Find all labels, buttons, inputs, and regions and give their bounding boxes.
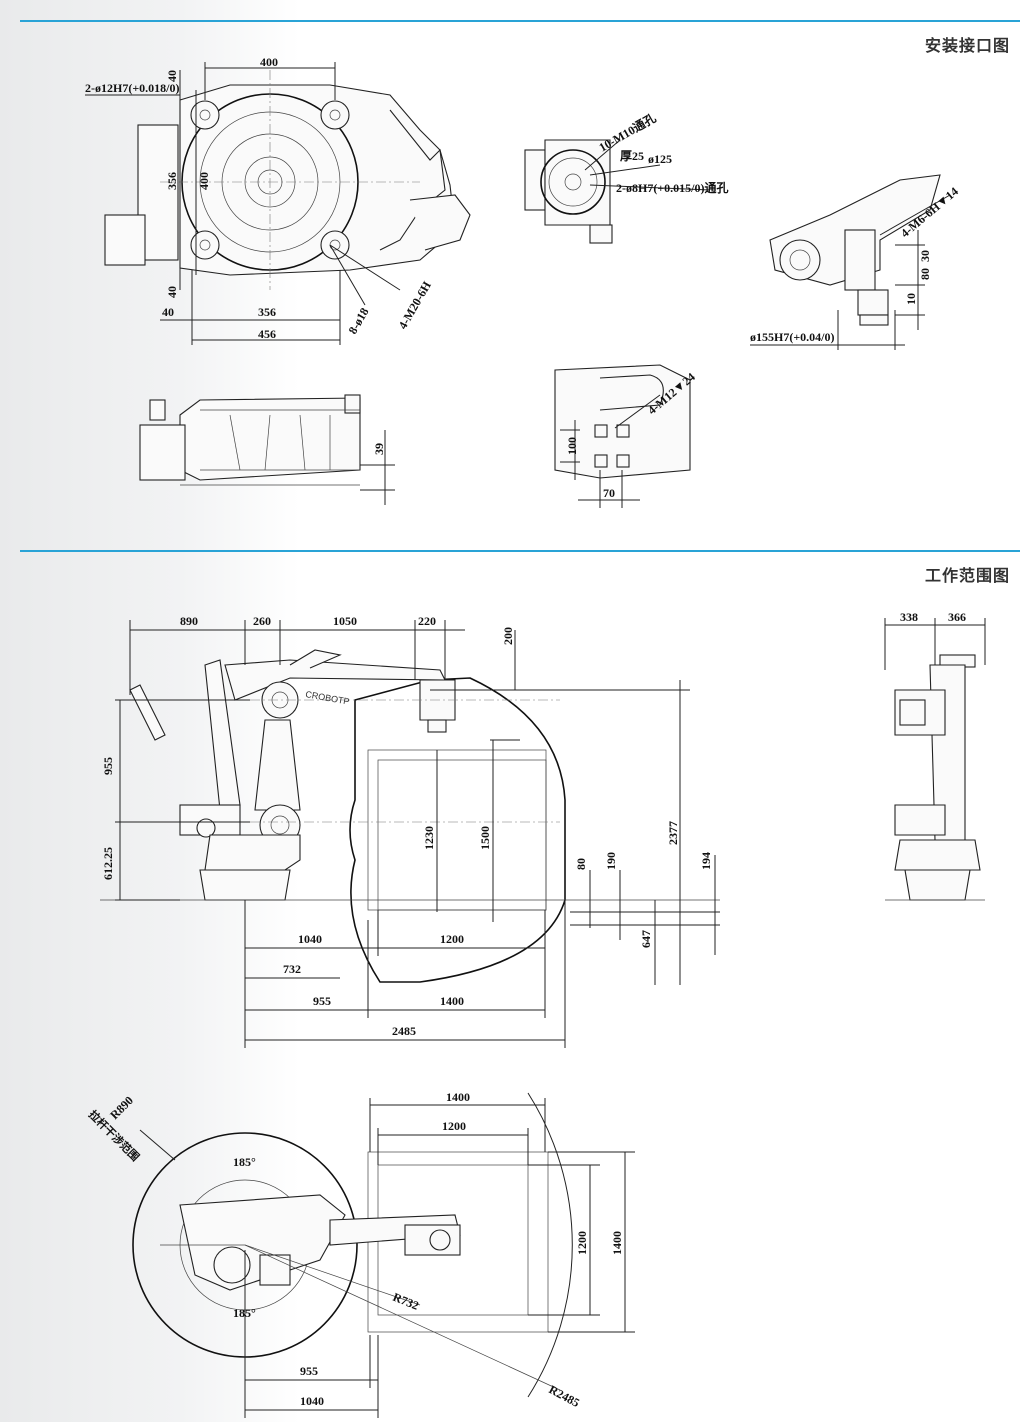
ws-dim-647: 647: [639, 930, 653, 948]
ws-dim-1230: 1230: [422, 826, 436, 850]
ws-dim-1400: 1400: [440, 994, 464, 1008]
wrist-view: [750, 174, 951, 350]
dim-39: 39: [372, 443, 386, 455]
plan-angle-185-top: 185°: [233, 1155, 256, 1169]
plan-dim-1400-vertical: 1400: [610, 1231, 624, 1255]
ws-dim-1040: 1040: [298, 932, 322, 946]
plan-dim-1400-top: 1400: [446, 1090, 470, 1104]
ws-dim-1200: 1200: [440, 932, 464, 946]
dim-8-holes: 8-ø18: [345, 305, 371, 336]
dim-pin-holes: 2-ø12H7(+0.018/0): [85, 81, 180, 95]
front-dim-338: 338: [900, 610, 918, 624]
workspace-side-view: [100, 620, 720, 1048]
base-side-view: [139, 394, 395, 505]
dim-400-vertical: 400: [197, 172, 211, 190]
ws-dim-220: 220: [418, 614, 436, 628]
ws-dim-200: 200: [501, 627, 515, 645]
base-top-view: [85, 62, 471, 345]
ws-dim-955-vertical: 955: [101, 757, 115, 775]
dim-400-top: 400: [260, 55, 278, 69]
wrist-diameter-label: ø155H7(+0.04/0): [750, 330, 835, 344]
plan-angle-185-bottom: 185°: [233, 1306, 256, 1320]
flange-thread-label: 10-M10通孔: [596, 110, 658, 155]
dim-356-vertical: 356: [165, 172, 179, 190]
ws-dim-890: 890: [180, 614, 198, 628]
ws-dim-2377: 2377: [666, 821, 680, 845]
ws-dim-2485: 2485: [392, 1024, 416, 1038]
flange-diameter-label: ø125: [648, 152, 672, 166]
dim-40-upper: 40: [165, 70, 179, 82]
flange-pin-label: 2-ø8H7(+0.015/0)通孔: [616, 180, 729, 195]
ws-dim-194: 194: [699, 852, 713, 870]
ws-dim-612: 612.25: [101, 847, 115, 880]
plan-dim-955: 955: [300, 1364, 318, 1378]
workspace-plan-view: [132, 1092, 635, 1418]
forearm-dim-70: 70: [603, 486, 615, 500]
ws-dim-955-horizontal: 955: [313, 994, 331, 1008]
wrist-dim-10: 10: [904, 293, 918, 305]
section-title-workspace: 工作范围图: [924, 566, 1010, 585]
wrist-dim-80: 80: [918, 268, 932, 280]
ws-dim-80: 80: [574, 858, 588, 870]
ws-dim-260: 260: [253, 614, 271, 628]
flange-thickness-label: 厚25: [620, 149, 644, 163]
wrist-dim-30: 30: [918, 250, 932, 262]
plan-r890: R890: [107, 1093, 136, 1122]
section-title-mounting: 安装接口图: [924, 36, 1010, 55]
dim-40-lower: 40: [165, 286, 179, 298]
forearm-dim-100: 100: [565, 437, 579, 455]
forearm-view: [554, 364, 691, 508]
workspace-front-view: [884, 618, 986, 901]
flange-view: [524, 139, 711, 244]
ws-dim-190: 190: [604, 852, 618, 870]
plan-r2485: R2485: [547, 1382, 582, 1410]
plan-dim-1200-top: 1200: [442, 1119, 466, 1133]
plan-r732: R732: [391, 1290, 421, 1313]
section-rule-mounting: [20, 20, 1020, 22]
dim-456: 456: [258, 327, 276, 341]
dim-thread-holes: 4-M20-6H: [395, 278, 434, 331]
section-rule-workspace: [20, 550, 1020, 552]
front-dim-366: 366: [948, 610, 966, 624]
plan-dim-1040: 1040: [300, 1394, 324, 1408]
dim-356-horizontal: 356: [258, 305, 276, 319]
plan-dim-1200-vertical: 1200: [575, 1231, 589, 1255]
robot-brand-logo: CROBOTP: [305, 689, 351, 707]
ws-dim-732: 732: [283, 962, 301, 976]
dim-40-horizontal: 40: [162, 305, 174, 319]
ws-dim-1050: 1050: [333, 614, 357, 628]
ws-dim-1500: 1500: [478, 826, 492, 850]
